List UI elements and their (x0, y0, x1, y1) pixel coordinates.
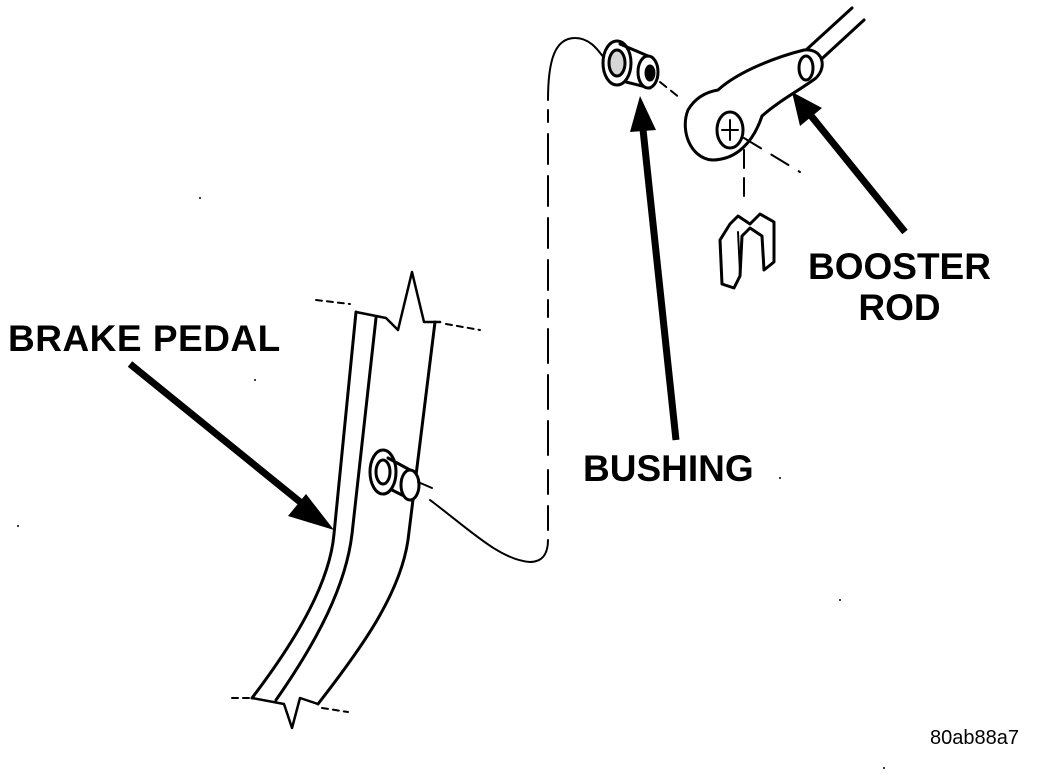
booster-rod-arrowhead (792, 92, 822, 126)
brake-pedal-arrowhead (288, 494, 334, 530)
booster-rod-label-line1: BOOSTER (808, 246, 991, 287)
bushing-arrow (638, 119, 680, 441)
figure-code: 80ab88a7 (930, 727, 1019, 749)
scan-specks (17, 197, 885, 769)
pedal-pin (368, 448, 433, 502)
assembly-path-line (429, 37, 605, 563)
leader-arrows (127, 109, 908, 513)
brake-pedal-arm (231, 270, 481, 730)
bushing-arrowhead (630, 96, 656, 132)
brake-pedal-arrow (127, 361, 313, 513)
booster-rod-label-line2: ROD (858, 287, 941, 328)
bushing-label: BUSHING (583, 448, 754, 489)
retaining-clip (718, 149, 776, 290)
bushing-part (601, 39, 681, 99)
brake-pedal-label: BRAKE PEDAL (8, 318, 281, 359)
booster-rod-label: BOOSTER ROD (808, 248, 991, 326)
booster-rod-arrow (805, 109, 908, 235)
booster-rod (683, 6, 866, 173)
